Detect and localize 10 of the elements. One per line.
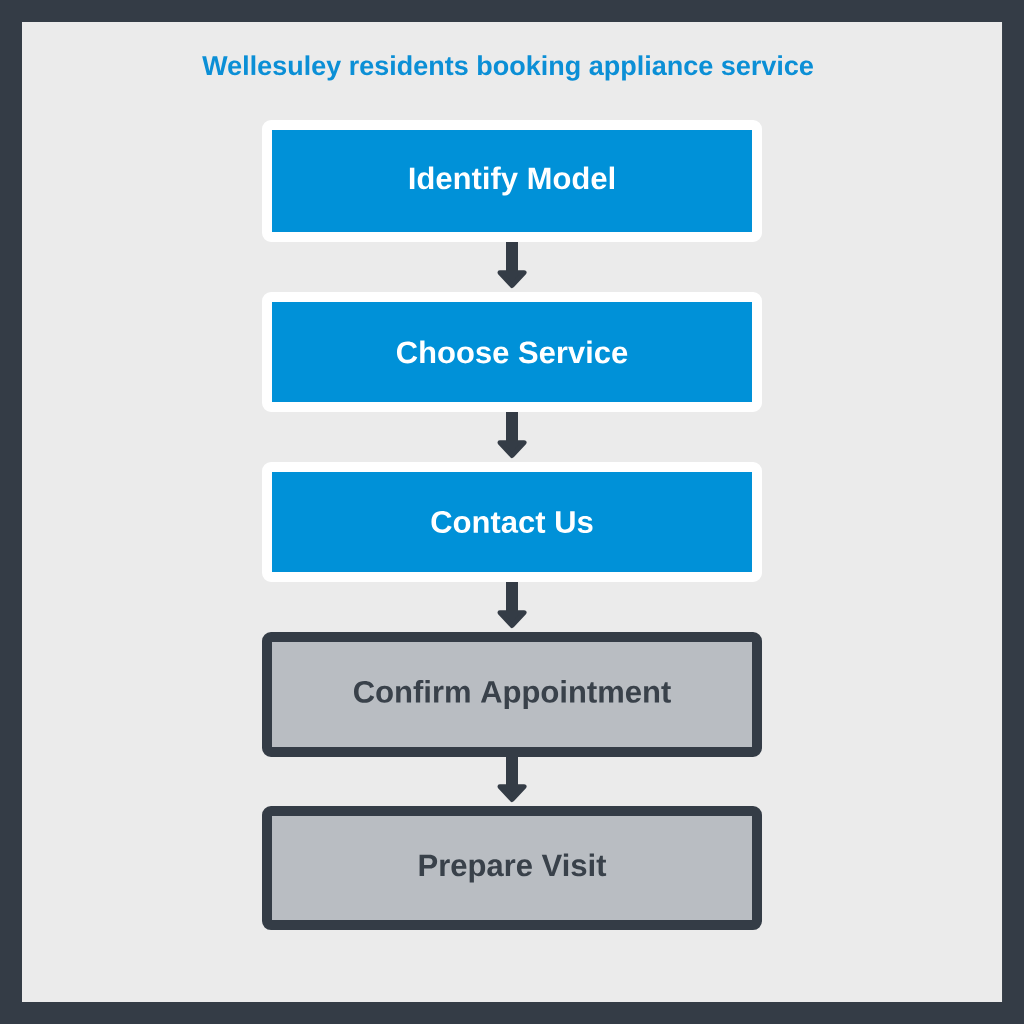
arrow — [497, 412, 527, 458]
process-box: Contact Us — [262, 462, 762, 582]
process-box: Identify Model — [262, 120, 762, 242]
arrow — [497, 582, 527, 628]
arrow — [497, 757, 527, 802]
title: Wellesuley residents booking appliance service — [202, 55, 813, 81]
process-box: Prepare Visit — [262, 806, 762, 930]
arrow — [497, 242, 527, 288]
process-box: Choose Service — [262, 292, 762, 412]
process-box: Confirm Appointment — [262, 632, 762, 757]
